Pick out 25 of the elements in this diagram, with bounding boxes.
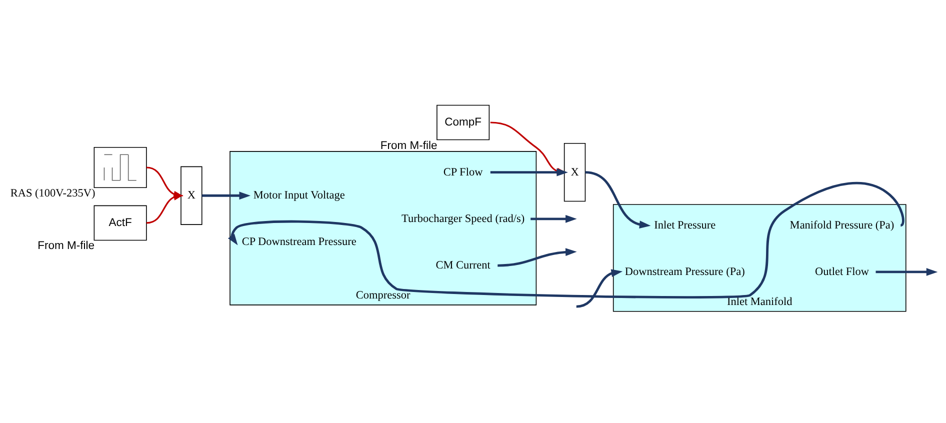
node-box: ActF	[94, 205, 147, 241]
node-label: RAS (100V-235V)	[10, 188, 96, 200]
node-picture	[94, 147, 147, 188]
node-text: Downstream Pressure (Pa)	[624, 266, 745, 278]
node-text: Inlet Pressure	[654, 219, 716, 232]
node-box: CompF	[436, 104, 490, 140]
node-text: CP Downstream Pressure	[242, 236, 356, 248]
node-text: Outlet Flow	[814, 266, 870, 278]
node-text: CM Current	[436, 260, 490, 272]
node-text: CP Flow	[443, 166, 483, 178]
arrow	[576, 269, 623, 308]
node-label: From M-file	[38, 240, 94, 252]
node-label: From M-file	[380, 140, 438, 152]
node-box: X	[180, 166, 202, 225]
arrow	[530, 214, 577, 223]
arrow	[228, 182, 904, 298]
arrow	[146, 194, 184, 224]
arrow	[498, 248, 577, 267]
node-text: Motor Input Voltage	[253, 190, 345, 202]
node-text: Turbocharger Speed (rad/s)	[402, 212, 525, 225]
arrow	[202, 192, 251, 200]
node-text: Manifold Pressure (Pa)	[790, 219, 894, 232]
arrow	[876, 268, 938, 276]
node-box: X	[564, 142, 586, 202]
arrow	[585, 171, 651, 229]
